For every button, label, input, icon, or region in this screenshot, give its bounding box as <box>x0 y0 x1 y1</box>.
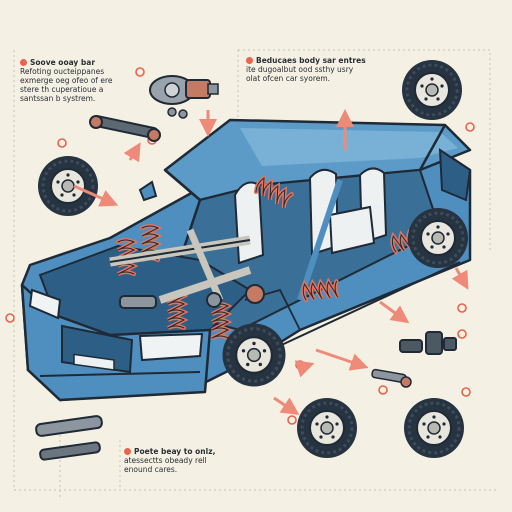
arrow-icon <box>273 396 300 415</box>
marker-dot-icon <box>465 122 475 132</box>
arrow-icon <box>123 142 141 163</box>
arrow-icons <box>73 109 469 415</box>
callout-body: atessectts obeady rell enound cares. <box>124 456 207 474</box>
marker-dot-icon <box>287 415 297 425</box>
marker-dot-icon <box>457 303 467 313</box>
arrow-icon <box>294 360 315 378</box>
arrow-icon <box>379 300 410 324</box>
panel-border-lines <box>13 49 498 500</box>
marker-dot-icon <box>135 67 145 77</box>
marker-dot-icon <box>124 448 131 455</box>
callout-title: Beducaes body sar entres <box>256 56 366 65</box>
marker-dot-icon <box>457 329 467 339</box>
wheel-icon <box>406 206 470 270</box>
callout-bottom: Poete beay to onlz, atessectts obeady re… <box>124 447 274 474</box>
callout-title: Soove ooay bar <box>30 58 96 67</box>
marker-dot-icon <box>20 59 27 66</box>
bushing-icon <box>371 331 457 388</box>
bushing-icon <box>35 415 103 461</box>
arrow-icon <box>73 184 119 207</box>
marker-dot-icon <box>57 138 67 148</box>
seats <box>233 167 388 265</box>
wheel-icon <box>400 58 464 122</box>
marker-dot-icon <box>461 387 471 397</box>
wheel-icon <box>36 154 100 218</box>
callout-top-center: Beducaes body sar entres ite dugoalbut o… <box>246 56 396 83</box>
callout-body: ite dugoalbut ood ssthy usry olat ofcen … <box>246 65 354 83</box>
callout-title: Poete beay to onlz, <box>134 447 216 456</box>
wheel-icon <box>295 396 359 460</box>
callout-top-left: Soove ooay bar Refoting oucteippanes exm… <box>20 58 160 103</box>
sway-bar-icon <box>89 114 161 142</box>
wheel-icon <box>220 321 288 389</box>
sway-bar-icon <box>109 228 265 309</box>
arrow-icon <box>451 267 469 290</box>
marker-dot-icon <box>246 57 253 64</box>
strut-assembly-icon <box>149 75 219 119</box>
arrow-icon <box>315 348 369 371</box>
wheel-icon <box>402 396 466 460</box>
marker-dot-icon <box>378 385 388 395</box>
callout-body: Refoting oucteippanes exmerge oeg ofeo o… <box>20 67 113 103</box>
marker-dot-icon <box>5 313 15 323</box>
